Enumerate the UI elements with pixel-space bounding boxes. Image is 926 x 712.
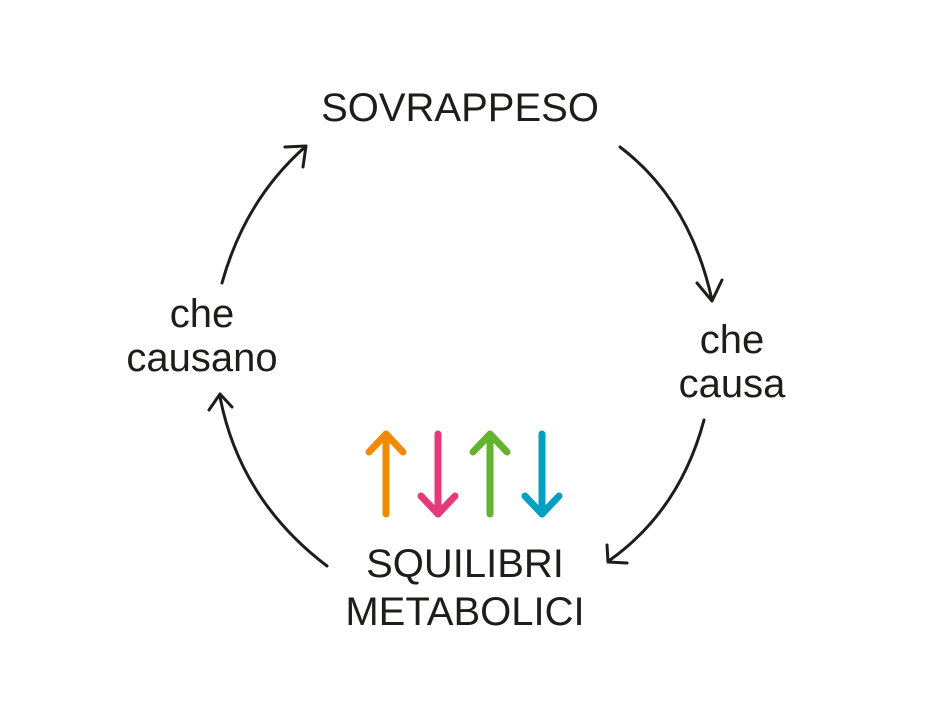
arc-top-right bbox=[618, 145, 724, 303]
arc-bottom-left bbox=[207, 392, 329, 568]
arrow-down-icon bbox=[521, 430, 563, 518]
top-node-label: SOVRAPPESO bbox=[260, 86, 660, 130]
arrow-down-icon bbox=[417, 430, 459, 518]
left-label-line1: che bbox=[169, 292, 235, 336]
right-label-line1: che bbox=[699, 318, 765, 362]
right-label-line2: causa bbox=[678, 362, 786, 406]
arc-bottom-right bbox=[605, 418, 706, 565]
bottom-node-label: SQUILIBRI METABOLICI bbox=[265, 540, 665, 636]
left-label: che causano bbox=[102, 292, 302, 380]
bottom-node-line2: METABOLICI bbox=[345, 590, 585, 634]
left-label-line2: causano bbox=[126, 336, 278, 380]
right-label: che causa bbox=[632, 318, 832, 406]
top-node-text: SOVRAPPESO bbox=[321, 86, 599, 130]
arrow-up-icon bbox=[365, 430, 407, 518]
bottom-node-line1: SQUILIBRI bbox=[366, 542, 564, 586]
arc-top-left bbox=[220, 144, 308, 285]
arrow-up-icon bbox=[469, 430, 511, 518]
